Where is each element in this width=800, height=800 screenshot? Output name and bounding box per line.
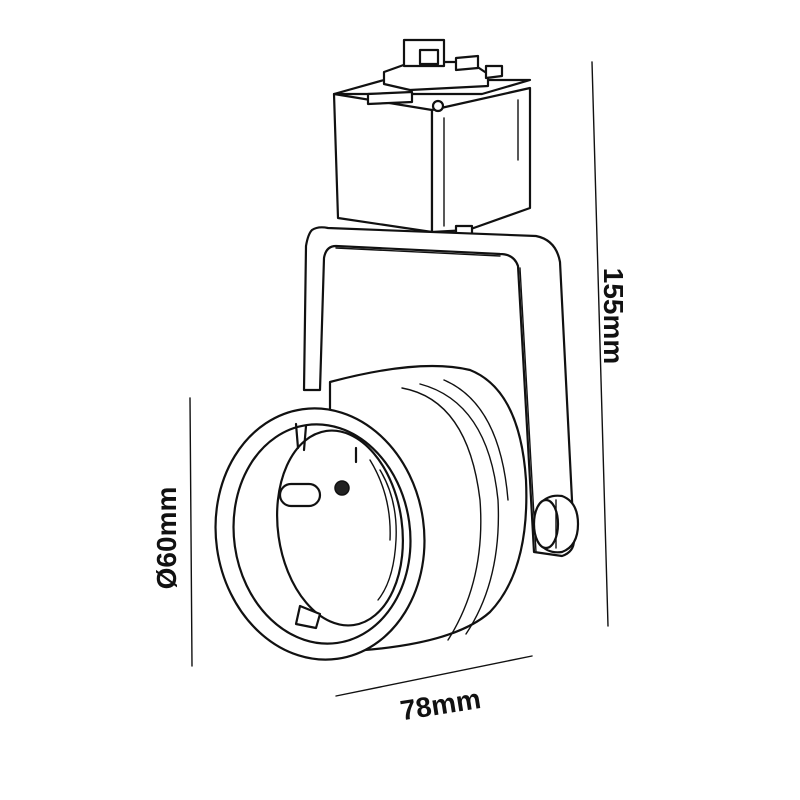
diameter-dimension-label: Ø60mm: [151, 487, 182, 590]
tilt-knob: [532, 494, 580, 554]
track-adapter: [332, 38, 532, 242]
dimension-lines: [189, 61, 609, 697]
width-dimension-label: 78mm: [398, 683, 483, 726]
lamp-body: [214, 364, 528, 661]
height-dimension-label: 155mm: [598, 268, 629, 365]
